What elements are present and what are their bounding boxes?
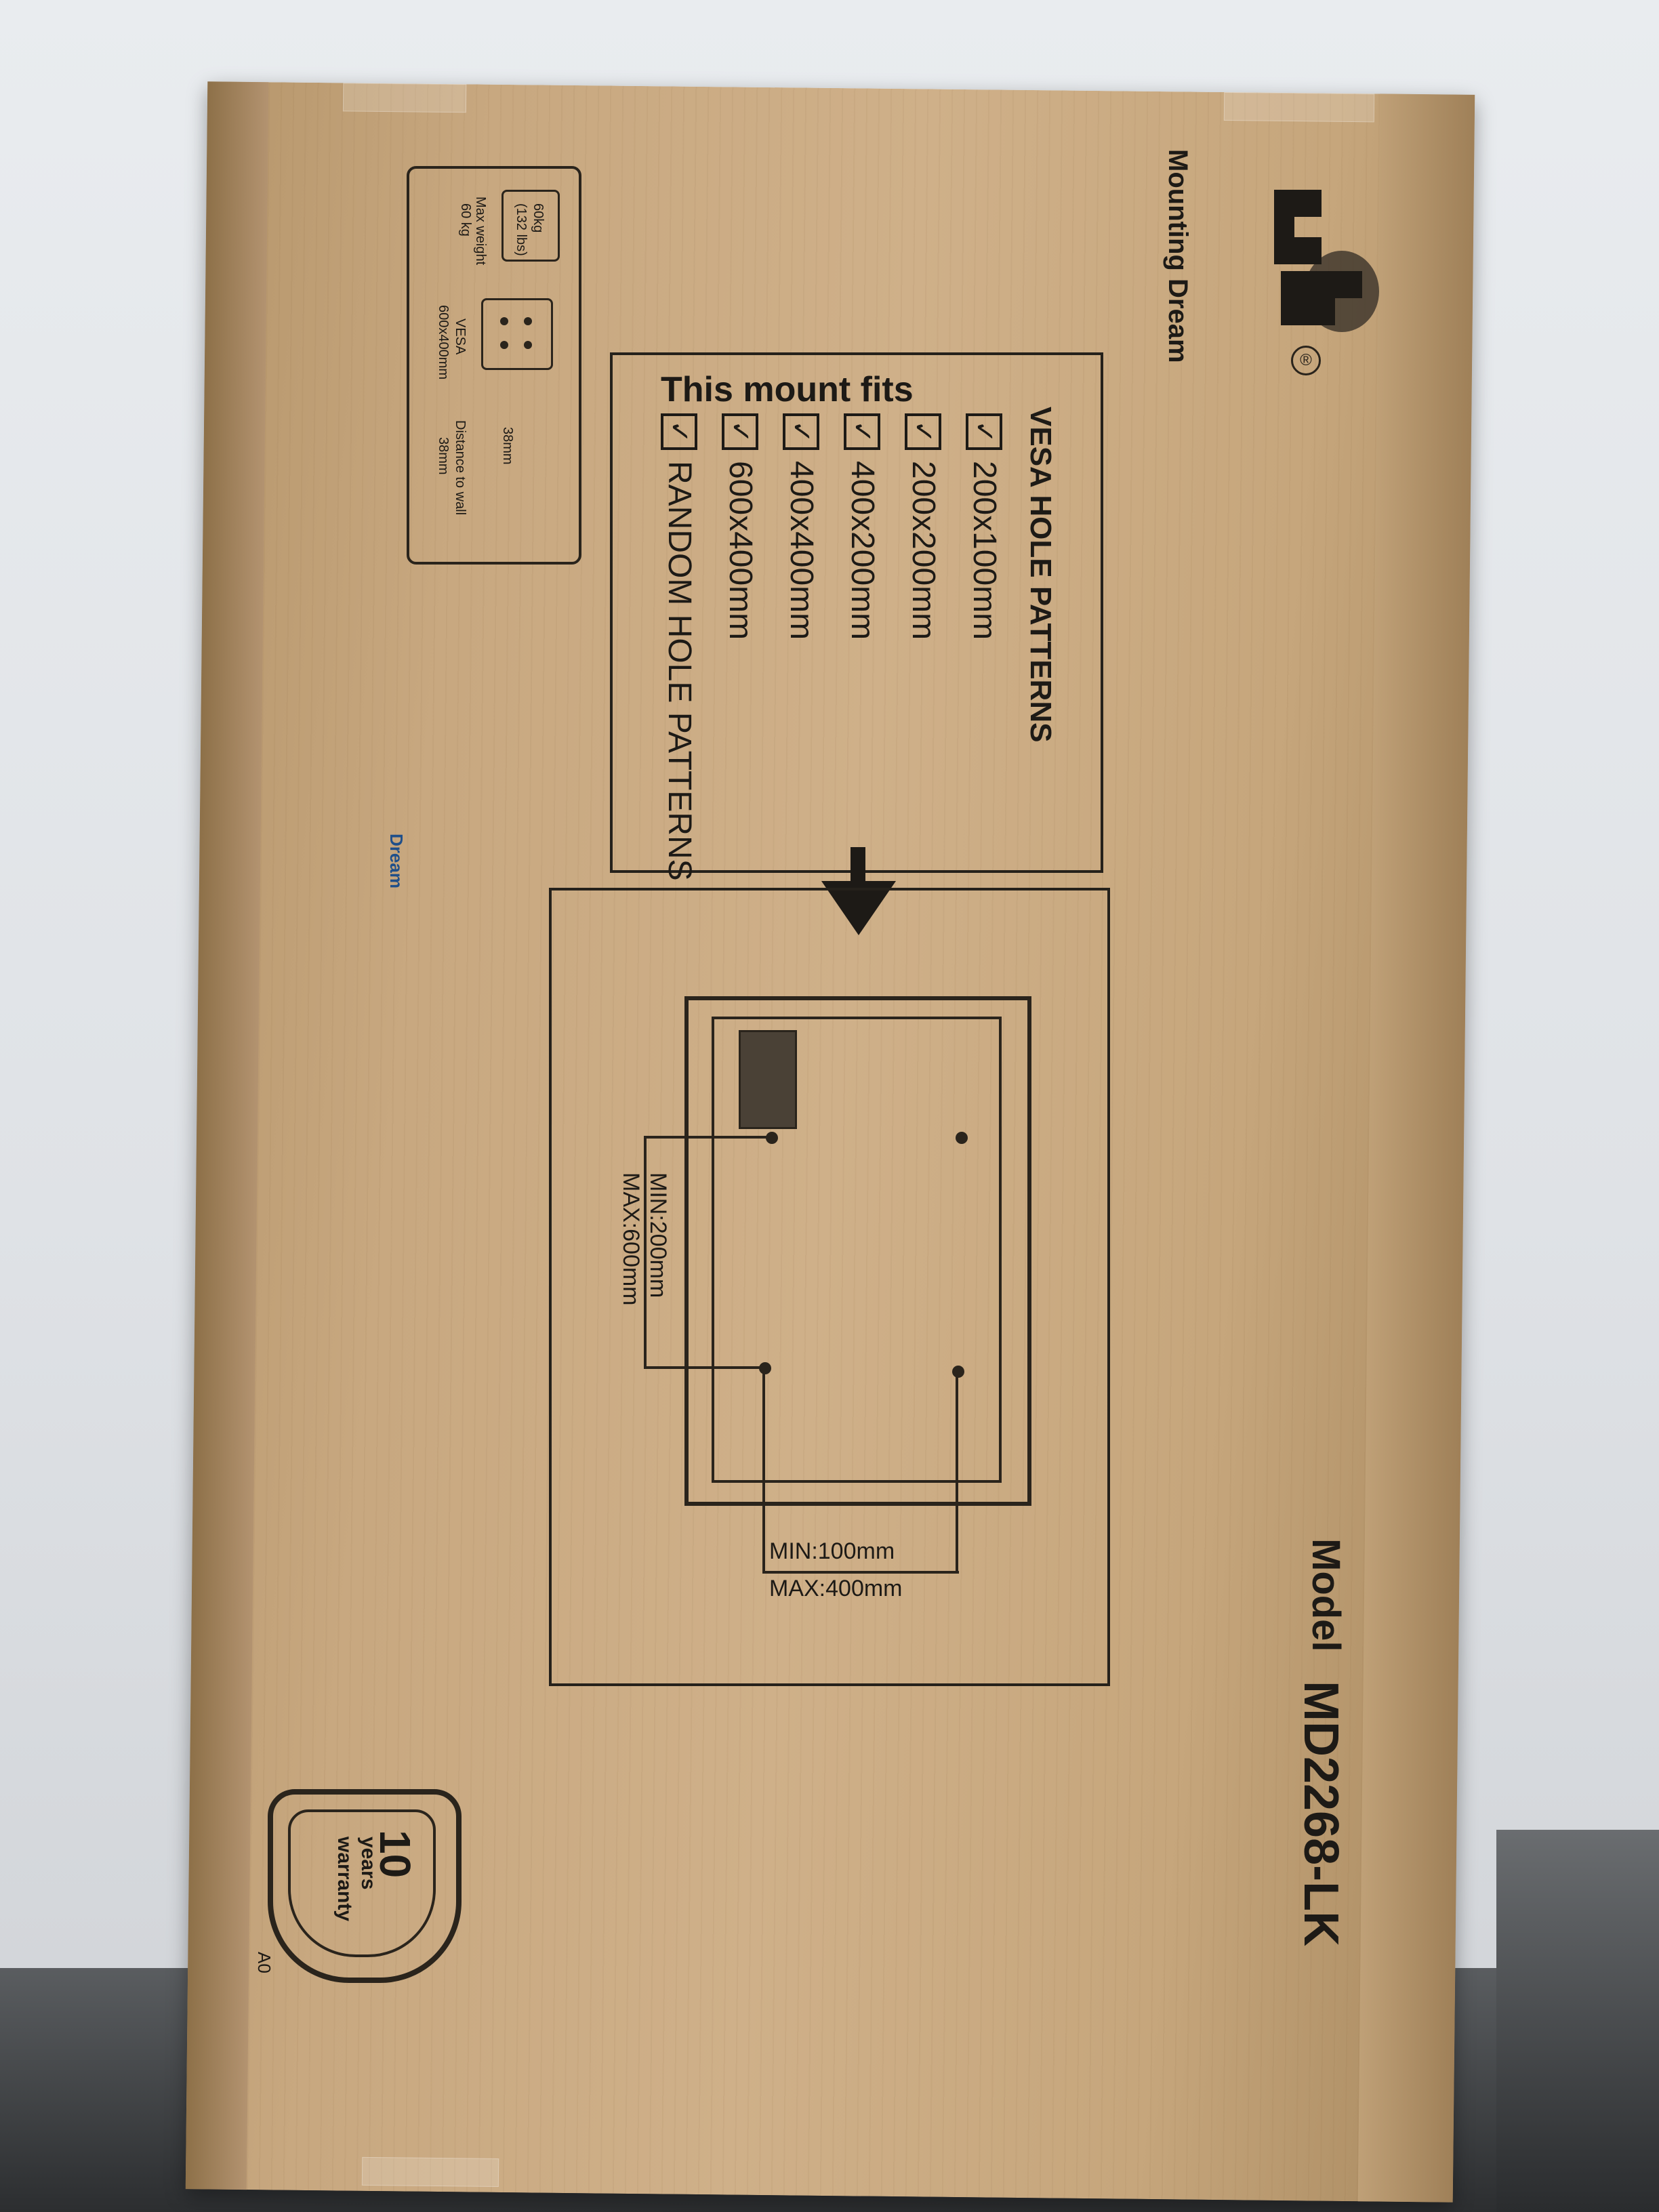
mount-hole	[956, 1132, 968, 1144]
tape-strip	[342, 83, 467, 113]
md-logo-icon	[1274, 190, 1379, 332]
registered-mark: ®	[1291, 346, 1321, 375]
check-icon: ✓	[722, 413, 759, 450]
vesa-item-label: 200x200mm	[905, 461, 941, 640]
floor-shadow-right	[1496, 1830, 1659, 2212]
check-icon: ✓	[783, 413, 820, 450]
down-arrow-icon	[851, 847, 865, 888]
dimension-line	[762, 1571, 959, 1574]
warranty-years: years	[357, 1837, 380, 1890]
check-icon: ✓	[844, 413, 881, 450]
dimension-line	[644, 1136, 773, 1139]
spec-panel	[407, 166, 581, 565]
weight-icon	[501, 190, 560, 262]
tape-strip	[1223, 92, 1375, 123]
wall-distance-arrow: 38mm	[500, 427, 515, 465]
model-label: Model	[1304, 1538, 1348, 1652]
weight-lbs: (132 lbs)	[514, 203, 529, 256]
vesa-title: VESA HOLE PATTERNS	[1024, 407, 1057, 743]
mount-hole	[952, 1366, 964, 1378]
box-right-edge	[1357, 94, 1475, 2203]
tv-outline	[684, 996, 1031, 1506]
vesa-pattern-icon	[481, 298, 553, 370]
wall-distance-value: 38mm	[436, 437, 451, 475]
tv-back-panel	[712, 1017, 1002, 1483]
brand-name: Mounting Dream	[1163, 149, 1193, 363]
vesa-item: ✓ 200x100mm	[966, 413, 1003, 640]
warranty-label: warranty	[333, 1837, 356, 1922]
model-value: MD2268-LK	[1294, 1681, 1348, 1947]
tape-strip	[361, 2156, 499, 2187]
weight-short: 60 kg	[458, 203, 473, 237]
wall-distance-label: Distance to wall	[453, 420, 468, 516]
horizontal-max-label: MAX:400mm	[769, 1576, 903, 1601]
vertical-max-label: MAX:600mm	[618, 1172, 644, 1306]
weight-label: Max weight	[473, 197, 488, 266]
weight-value: 60kg	[531, 203, 546, 233]
check-icon: ✓	[661, 413, 698, 450]
print-code: A0	[254, 1952, 274, 1973]
dimension-line	[762, 1369, 765, 1572]
dimension-line	[644, 1366, 766, 1369]
vesa-item: ✓ 200x200mm	[905, 413, 942, 640]
dimension-line	[644, 1136, 647, 1366]
vesa-item: ✓ 400x400mm	[783, 413, 820, 640]
box-left-edge	[185, 81, 269, 2190]
dimension-line	[956, 1372, 958, 1572]
vesa-spec-value: 600x400mm	[436, 305, 451, 380]
vesa-item-label: 400x400mm	[783, 461, 819, 640]
warranty-shield-icon	[268, 1789, 462, 1983]
mount-diagram	[549, 888, 1110, 1686]
vesa-item: ✓ 400x200mm	[844, 413, 881, 640]
vesa-item-label: 600x400mm	[722, 461, 758, 640]
tv-ports-icon	[739, 1030, 797, 1129]
fits-heading: This mount fits	[661, 370, 914, 409]
vesa-item: ✓ RANDOM HOLE PATTERNS	[661, 413, 698, 881]
vesa-item: ✓ 600x400mm	[722, 413, 759, 640]
warranty-shield-inner	[288, 1809, 436, 1957]
check-icon: ✓	[966, 413, 1003, 450]
check-icon: ✓	[905, 413, 942, 450]
vesa-item-label: 200x100mm	[966, 461, 1002, 640]
vesa-item-label: RANDOM HOLE PATTERNS	[661, 461, 697, 881]
side-brand-label: Dream	[386, 834, 407, 888]
vesa-item-label: 400x200mm	[844, 461, 880, 640]
vertical-min-label: MIN:200mm	[645, 1172, 671, 1298]
horizontal-min-label: MIN:100mm	[769, 1538, 895, 1564]
vesa-spec-label: VESA	[453, 319, 468, 355]
